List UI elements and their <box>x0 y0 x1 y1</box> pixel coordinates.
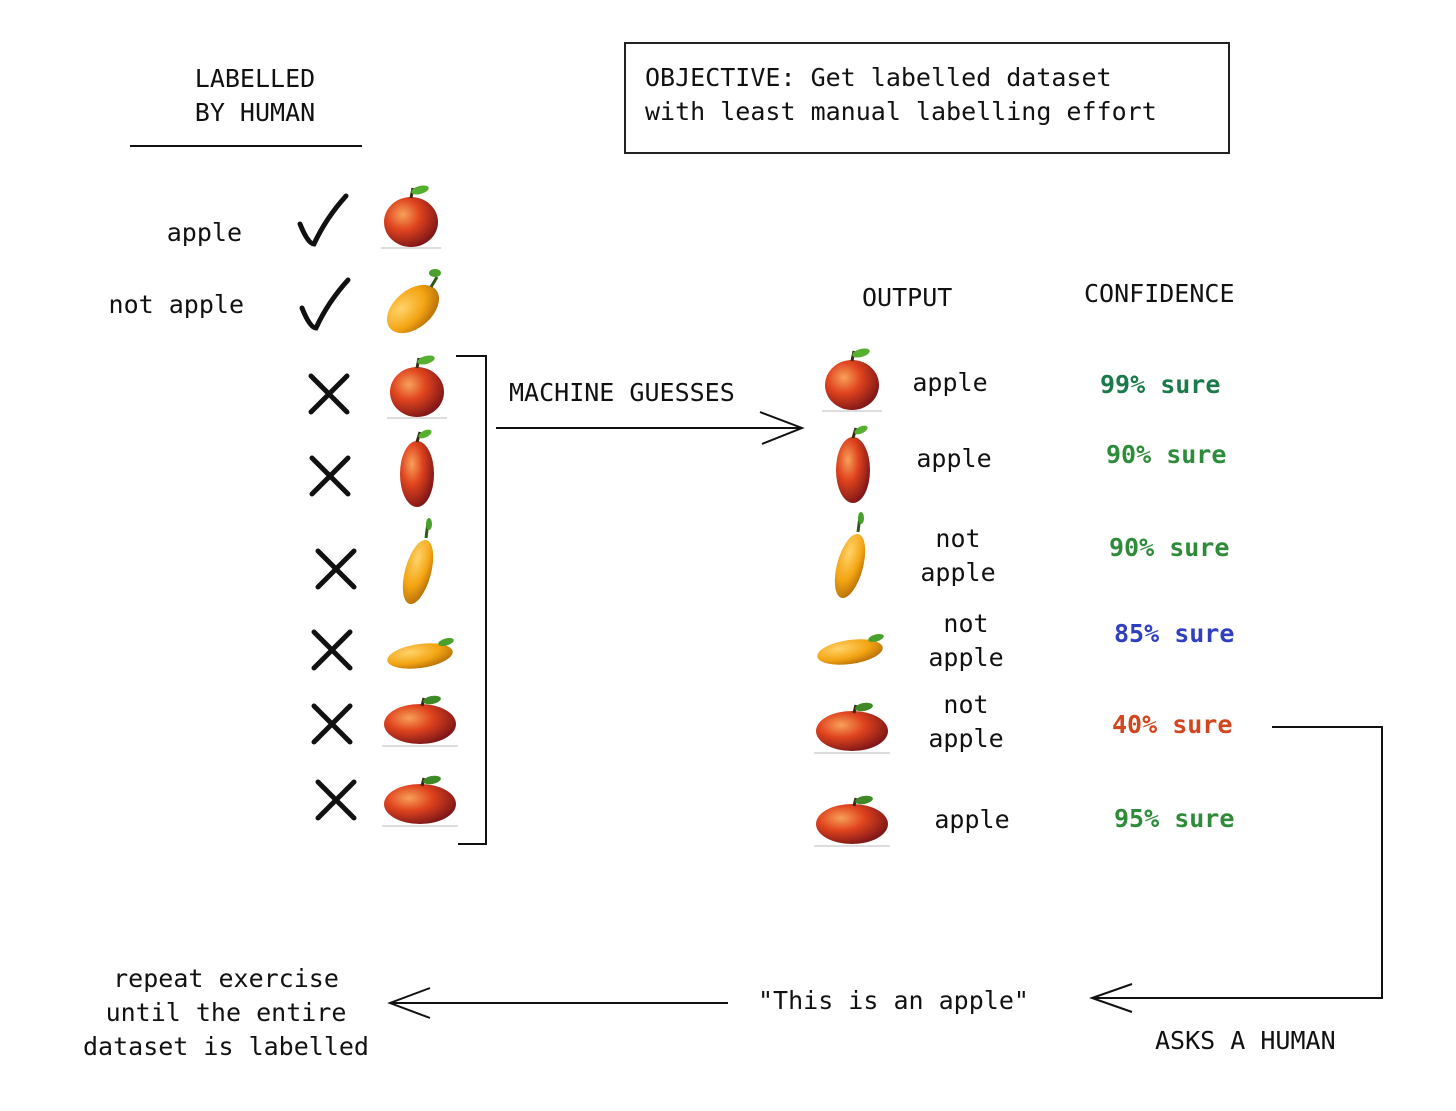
apple-icon <box>380 772 460 828</box>
output-row-3-label-line2: apple <box>920 558 996 587</box>
mango-icon <box>395 516 441 609</box>
output-row-5-label-line1: not <box>943 690 989 719</box>
cross-mark-icon <box>315 779 357 821</box>
output-row-1-apple-icon <box>820 345 884 413</box>
output-row-2-label: apple <box>916 444 992 473</box>
cross-mark-icon <box>308 373 350 415</box>
output-row-4-label-line1: not <box>943 609 989 638</box>
human-item-4 <box>309 426 436 509</box>
apple-icon <box>385 352 449 420</box>
output-row-6-confidence: 95% sure <box>1114 804 1235 833</box>
output-row-2-confidence: 90% sure <box>1106 440 1227 469</box>
output-row-5-label-line2: apple <box>928 724 1004 753</box>
human-item-2 <box>299 267 450 345</box>
output-row-4-mango-icon <box>815 632 885 669</box>
mango-icon <box>385 636 455 673</box>
human-answer-quote: "This is an apple" <box>758 986 1029 1015</box>
output-row-6-apple-icon <box>812 792 892 848</box>
output-row-2-apple-icon <box>834 422 872 505</box>
group-bracket <box>456 355 487 845</box>
ask-human-connector <box>1088 726 1383 1013</box>
output-row-4-label-line2: apple <box>928 643 1004 672</box>
repeat-text-line3: dataset is labelled <box>83 1032 369 1061</box>
confidence-header: CONFIDENCE <box>1084 279 1235 308</box>
repeat-text-line1: repeat exercise <box>113 964 339 993</box>
output-fruits <box>812 345 892 848</box>
human-item-3 <box>308 352 449 420</box>
output-row-3-confidence: 90% sure <box>1109 533 1230 562</box>
human-label-not-apple: not apple <box>108 290 244 319</box>
check-mark-icon <box>297 193 349 247</box>
human-item-8 <box>315 772 460 828</box>
objective-text-line2: with least manual labelling effort <box>645 97 1157 126</box>
check-mark-icon <box>299 277 351 331</box>
human-heading-line2: BY HUMAN <box>194 98 316 127</box>
human-item-7 <box>311 692 460 748</box>
output-row-3-mango-icon <box>827 510 873 603</box>
repeat-arrow <box>387 987 728 1019</box>
machine-guesses-label: MACHINE GUESSES <box>509 378 735 407</box>
human-item-1 <box>297 182 443 250</box>
mango-icon <box>376 267 450 345</box>
apple-icon <box>398 426 436 509</box>
output-row-3-label-line1: not <box>935 524 981 553</box>
human-heading-line1: LABELLED <box>194 64 316 93</box>
objective-box <box>624 42 1230 154</box>
output-row-1-confidence: 99% sure <box>1100 370 1221 399</box>
repeat-text-line2: until the entire <box>105 998 347 1027</box>
human-label-apple: apple <box>166 218 242 247</box>
human-item-6 <box>311 629 455 673</box>
objective-text-line1: OBJECTIVE: Get labelled dataset <box>645 63 1112 92</box>
cross-mark-icon <box>315 548 357 590</box>
output-header: OUTPUT <box>862 283 953 312</box>
cross-mark-icon <box>311 703 353 745</box>
output-row-5-apple-icon <box>812 699 892 755</box>
output-row-1-label: apple <box>912 368 988 397</box>
cross-mark-icon <box>311 629 353 671</box>
human-item-5 <box>315 516 441 609</box>
apple-icon <box>380 692 460 748</box>
asks-a-human-label: ASKS A HUMAN <box>1155 1026 1336 1055</box>
output-row-5-confidence: 40% sure <box>1112 710 1233 739</box>
cross-mark-icon <box>309 455 351 497</box>
output-row-4-confidence: 85% sure <box>1114 619 1235 648</box>
machine-arrow <box>496 411 805 445</box>
human-items <box>297 182 460 828</box>
apple-icon <box>379 182 443 250</box>
output-row-6-label: apple <box>934 805 1010 834</box>
